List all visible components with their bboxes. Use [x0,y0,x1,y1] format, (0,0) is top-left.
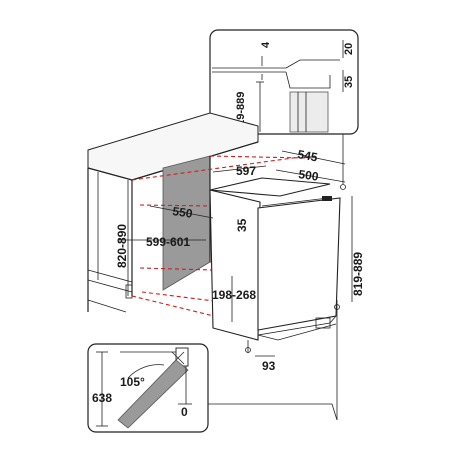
appliance [209,177,341,353]
inset-top-hinge [285,59,340,89]
dim-niche-depth-550: 550 [172,204,194,221]
inset-top-appliance [289,91,329,133]
dim-appliance-height: 819-889 [351,252,365,296]
dim-depth-500: 500 [298,167,320,184]
dim-door-offset: 0 [181,405,188,419]
dim-niche-width: 599-601 [146,235,190,249]
dim-plinth-depth-93: 93 [262,359,276,373]
main-dimension-lines [118,150,353,420]
dim-inset-20: 20 [343,43,355,55]
inset-top-detail: 4 20 35 819-889 [209,29,359,135]
dim-plinth-height: 198-268 [212,288,256,302]
dim-depth-545: 545 [296,147,318,164]
door-handle [322,196,332,201]
door-open-panel [117,359,189,429]
dim-inset-35: 35 [343,76,355,88]
dim-door-clearance: 638 [92,391,112,405]
appliance-door [257,197,341,331]
door-angle-arc [127,364,165,379]
niche-guides [131,155,306,319]
inset-door-pointer [208,403,338,421]
dim-cabinet-height: 820-890 [115,224,129,268]
dim-door-angle: 105° [120,375,145,389]
dim-width-597: 597 [236,164,256,178]
inset-door-swing [87,343,209,433]
kitchen-cabinet [87,112,259,313]
dim-gap-35: 35 [235,218,249,232]
inset-top-frame [209,29,359,135]
appliance-side [209,189,261,341]
appliance-top [209,177,331,197]
appliance-plinth [257,323,337,341]
dim-inset-4: 4 [260,41,272,48]
niche-side-wall [162,155,211,291]
inset-door-frame [87,343,209,433]
